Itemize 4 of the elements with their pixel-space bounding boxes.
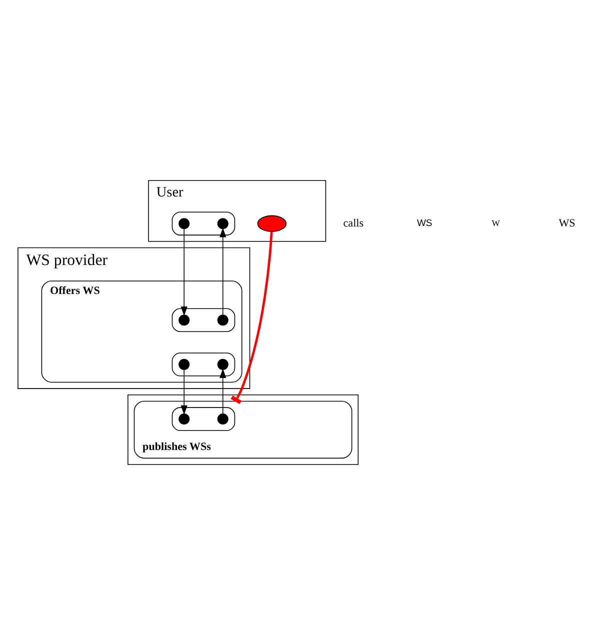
label: WS — [416, 218, 432, 229]
label: calls — [343, 217, 364, 230]
label: WS — [558, 217, 576, 230]
label: W — [492, 217, 500, 228]
